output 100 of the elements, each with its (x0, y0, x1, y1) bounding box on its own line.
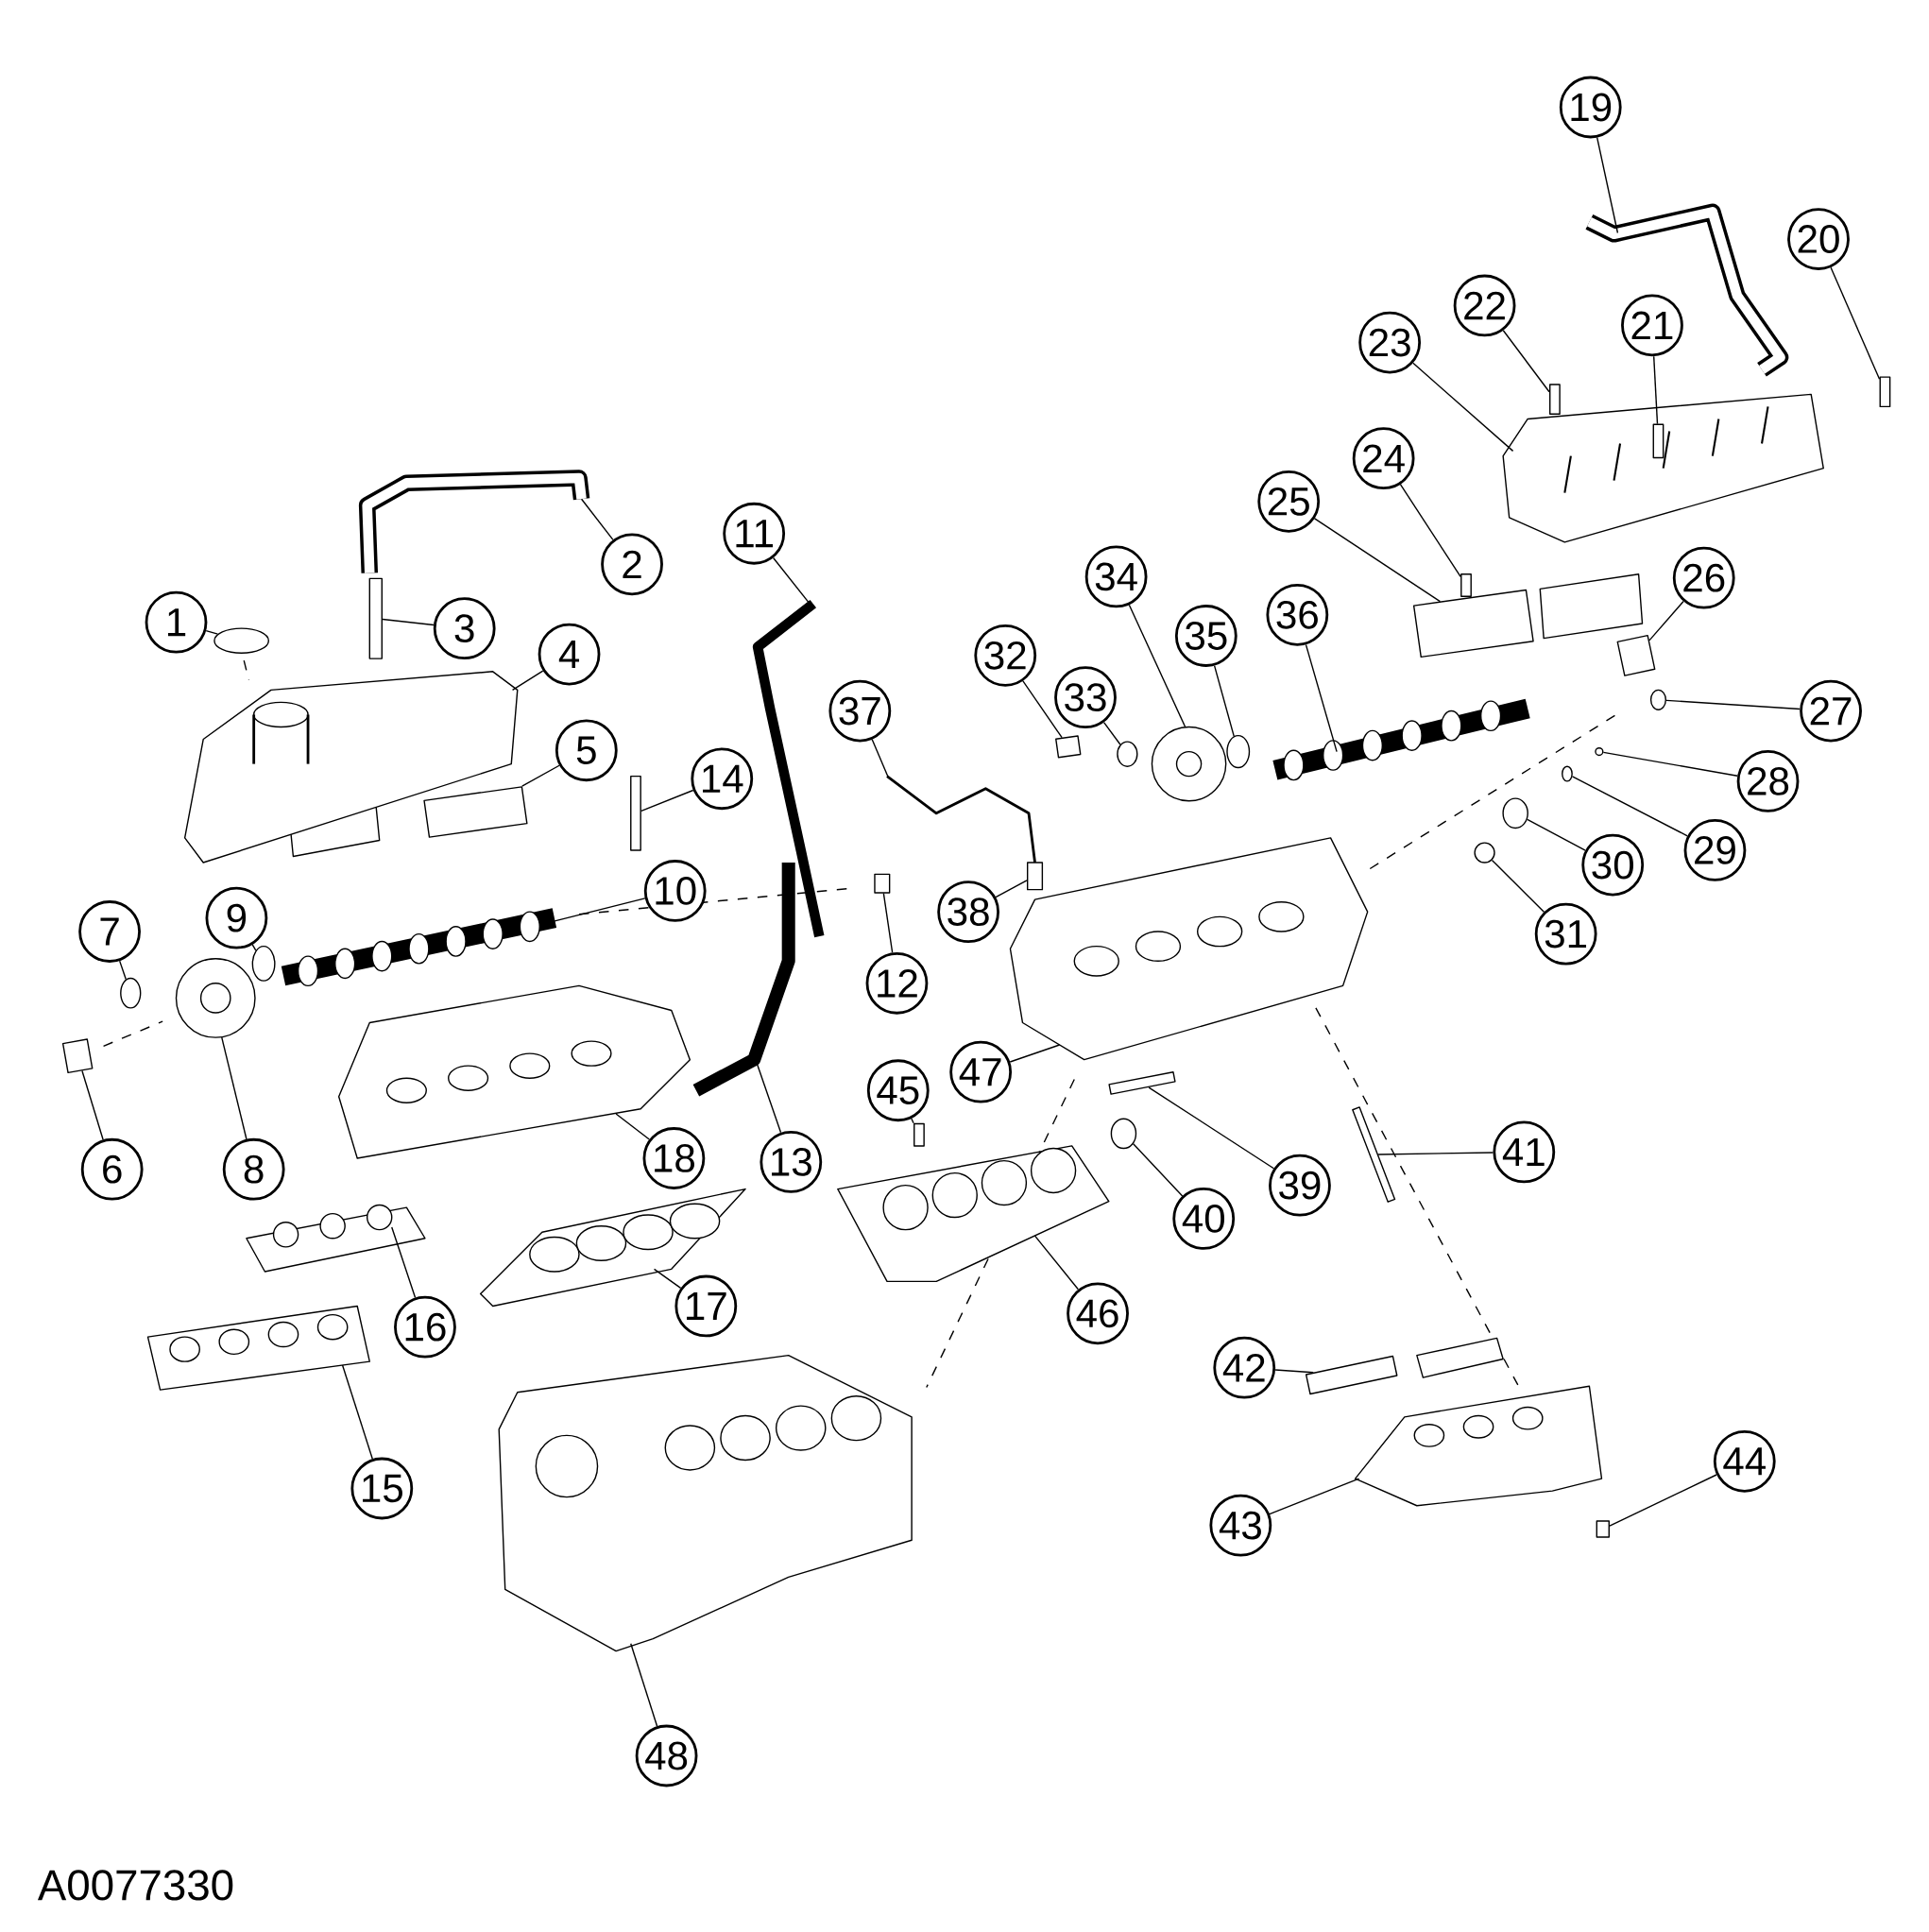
callout-number: 40 (1172, 1188, 1235, 1250)
leader-line (1526, 818, 1586, 851)
leader-line (382, 618, 435, 626)
gasket-drawing (245, 1204, 426, 1273)
callout-number: 48 (635, 1724, 698, 1787)
sprocket-drawing (1151, 726, 1227, 802)
leader-line (882, 892, 894, 953)
hose-drawing (358, 470, 590, 573)
leader-line (1269, 1478, 1360, 1515)
valve-spring-drawing (1502, 797, 1528, 829)
leader-line (1399, 484, 1461, 578)
callout-number: 23 (1358, 311, 1421, 374)
leader-line (1132, 1143, 1184, 1197)
leader-line (1213, 665, 1235, 737)
leader-line (251, 944, 257, 951)
bolt-drawing (1879, 376, 1891, 408)
leader-line (1648, 600, 1684, 641)
seal-drawing (1226, 734, 1250, 769)
spark-plug-drawing (629, 775, 641, 851)
leader-line (81, 1069, 104, 1140)
leader-line (390, 1226, 417, 1299)
washer-drawing (1117, 741, 1138, 767)
leader-line (1609, 1474, 1717, 1527)
callout-number: 26 (1672, 546, 1735, 609)
bolt-drawing (1460, 573, 1472, 597)
leader-line (653, 1268, 682, 1290)
leader-line (1102, 721, 1121, 745)
leader-line (615, 1113, 650, 1140)
callout-number: 8 (222, 1137, 285, 1201)
oil-cap-drawing (213, 627, 269, 654)
callout-number: 30 (1581, 833, 1644, 897)
leader-line (1830, 266, 1881, 380)
callout-number: 2 (601, 533, 663, 596)
callout-number: 11 (723, 502, 785, 565)
engine-block-drawing (498, 1354, 913, 1652)
callout-number: 5 (555, 719, 618, 782)
rocker-carrier-drawing (423, 786, 528, 838)
valve-seal-drawing (1110, 1118, 1136, 1150)
leader-line (1305, 643, 1338, 753)
leader-line (511, 670, 544, 692)
tube-drawing (752, 599, 825, 938)
callout-number: 37 (828, 679, 892, 743)
callout-number: 43 (1209, 1494, 1272, 1557)
callout-number: 25 (1257, 470, 1320, 533)
cylinder-head-drawing (1009, 837, 1369, 1061)
callout-number: 1 (145, 590, 208, 654)
callout-number: 19 (1559, 76, 1622, 139)
callout-number: 47 (949, 1040, 1012, 1103)
leader-line (1313, 518, 1441, 603)
callout-number: 16 (393, 1295, 456, 1359)
retainer-drawing (1561, 765, 1573, 782)
gasket-drawing (1305, 1355, 1398, 1395)
callout-number: 18 (642, 1127, 706, 1189)
callout-number: 45 (866, 1059, 930, 1122)
callout-number: 9 (205, 886, 268, 949)
callout-number: 6 (80, 1137, 144, 1201)
callout-number: 35 (1174, 605, 1238, 667)
leader-line (1022, 680, 1063, 739)
leader-line (1571, 776, 1688, 837)
nut-drawing (1596, 1520, 1610, 1538)
callout-number: 10 (643, 860, 707, 922)
rocker-carrier-drawing (1412, 589, 1534, 658)
head-gasket-drawing (836, 1145, 1110, 1283)
sensor-wire-drawing (886, 775, 1036, 863)
leader-line (1033, 1235, 1079, 1291)
leader-line (995, 880, 1028, 898)
callout-number: 31 (1534, 902, 1597, 966)
leader-line (1652, 355, 1658, 425)
callout-number: 27 (1799, 679, 1862, 743)
stud-drawing (1351, 1106, 1396, 1203)
callout-number: 42 (1213, 1336, 1275, 1399)
callout-number: 13 (760, 1131, 822, 1193)
callout-number: 46 (1066, 1282, 1129, 1345)
callout-number: 24 (1352, 427, 1415, 490)
leader-line (871, 739, 889, 778)
callout-number: 17 (674, 1274, 738, 1338)
bolt-drawing (1054, 735, 1082, 759)
callout-number: 39 (1268, 1154, 1331, 1217)
lash-adjuster-drawing (1649, 689, 1666, 710)
camshaft-drawing (281, 908, 556, 987)
leader-line (205, 629, 218, 635)
valve-cover-drawing (1502, 393, 1824, 543)
callout-number: 41 (1493, 1120, 1555, 1184)
leader-line (1602, 751, 1738, 777)
camshaft-drawing (1272, 698, 1530, 781)
leader-line (1665, 699, 1801, 710)
callout-number: 3 (433, 597, 496, 660)
callout-number: 29 (1683, 819, 1747, 881)
leader-line (1148, 1086, 1274, 1170)
valve-drawing (1108, 1071, 1176, 1095)
leader-line (521, 764, 560, 787)
callout-number: 38 (937, 881, 999, 944)
callout-number: 28 (1736, 750, 1800, 812)
seal-drawing (251, 945, 276, 982)
manifold-drawing (1354, 1385, 1602, 1507)
washer-drawing (119, 977, 142, 1009)
figure-code: A0077330 (37, 1870, 233, 1901)
leader-line (1274, 1369, 1314, 1374)
callout-number: 44 (1713, 1429, 1776, 1493)
callout-number: 36 (1266, 583, 1329, 646)
